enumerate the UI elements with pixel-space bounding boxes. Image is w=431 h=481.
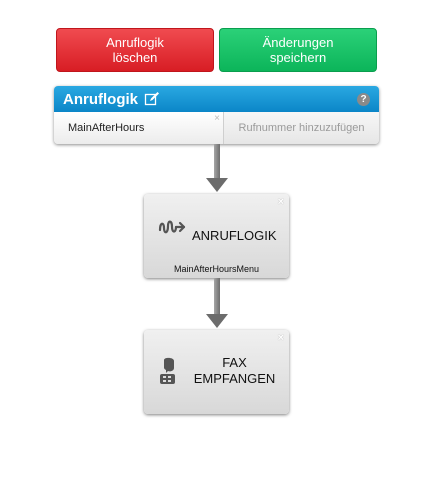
add-number-cell[interactable]: Rufnummer hinzuzufügen — [224, 112, 379, 144]
call-logic-node[interactable]: × ANRUFLOGIK MainAfterHoursMenu — [144, 194, 289, 278]
node-label: FAX EMPFANGEN — [193, 355, 276, 386]
close-icon[interactable]: × — [277, 332, 284, 344]
node-label: ANRUFLOGIK — [192, 228, 277, 243]
delete-call-logic-button[interactable]: Anruflogik löschen — [56, 28, 214, 72]
panel-body: MainAfterHours × Rufnummer hinzuzufügen — [54, 112, 379, 144]
call-logic-name: MainAfterHours — [68, 122, 145, 134]
node-sublabel: MainAfterHoursMenu — [173, 264, 260, 274]
save-changes-button[interactable]: Änderungen speichern — [219, 28, 377, 72]
close-icon[interactable]: × — [214, 113, 220, 124]
flow-arrow-down-icon — [206, 278, 228, 328]
panel-title: Anruflogik — [63, 90, 138, 108]
call-logic-panel: Anruflogik ? MainAfterHours × Rufnummer … — [54, 86, 379, 144]
close-icon[interactable]: × — [277, 196, 284, 208]
flow-arrow-down-icon — [206, 144, 228, 192]
help-icon[interactable]: ? — [357, 93, 370, 106]
panel-header: Anruflogik ? — [54, 86, 379, 112]
call-logic-icon — [158, 218, 186, 243]
fax-icon — [158, 356, 180, 391]
call-logic-name-cell[interactable]: MainAfterHours × — [54, 112, 224, 144]
fax-receive-node[interactable]: × FAX EMPFANGEN — [144, 330, 289, 414]
add-number-label: Rufnummer hinzuzufügen — [238, 122, 365, 134]
edit-icon[interactable] — [144, 91, 160, 107]
